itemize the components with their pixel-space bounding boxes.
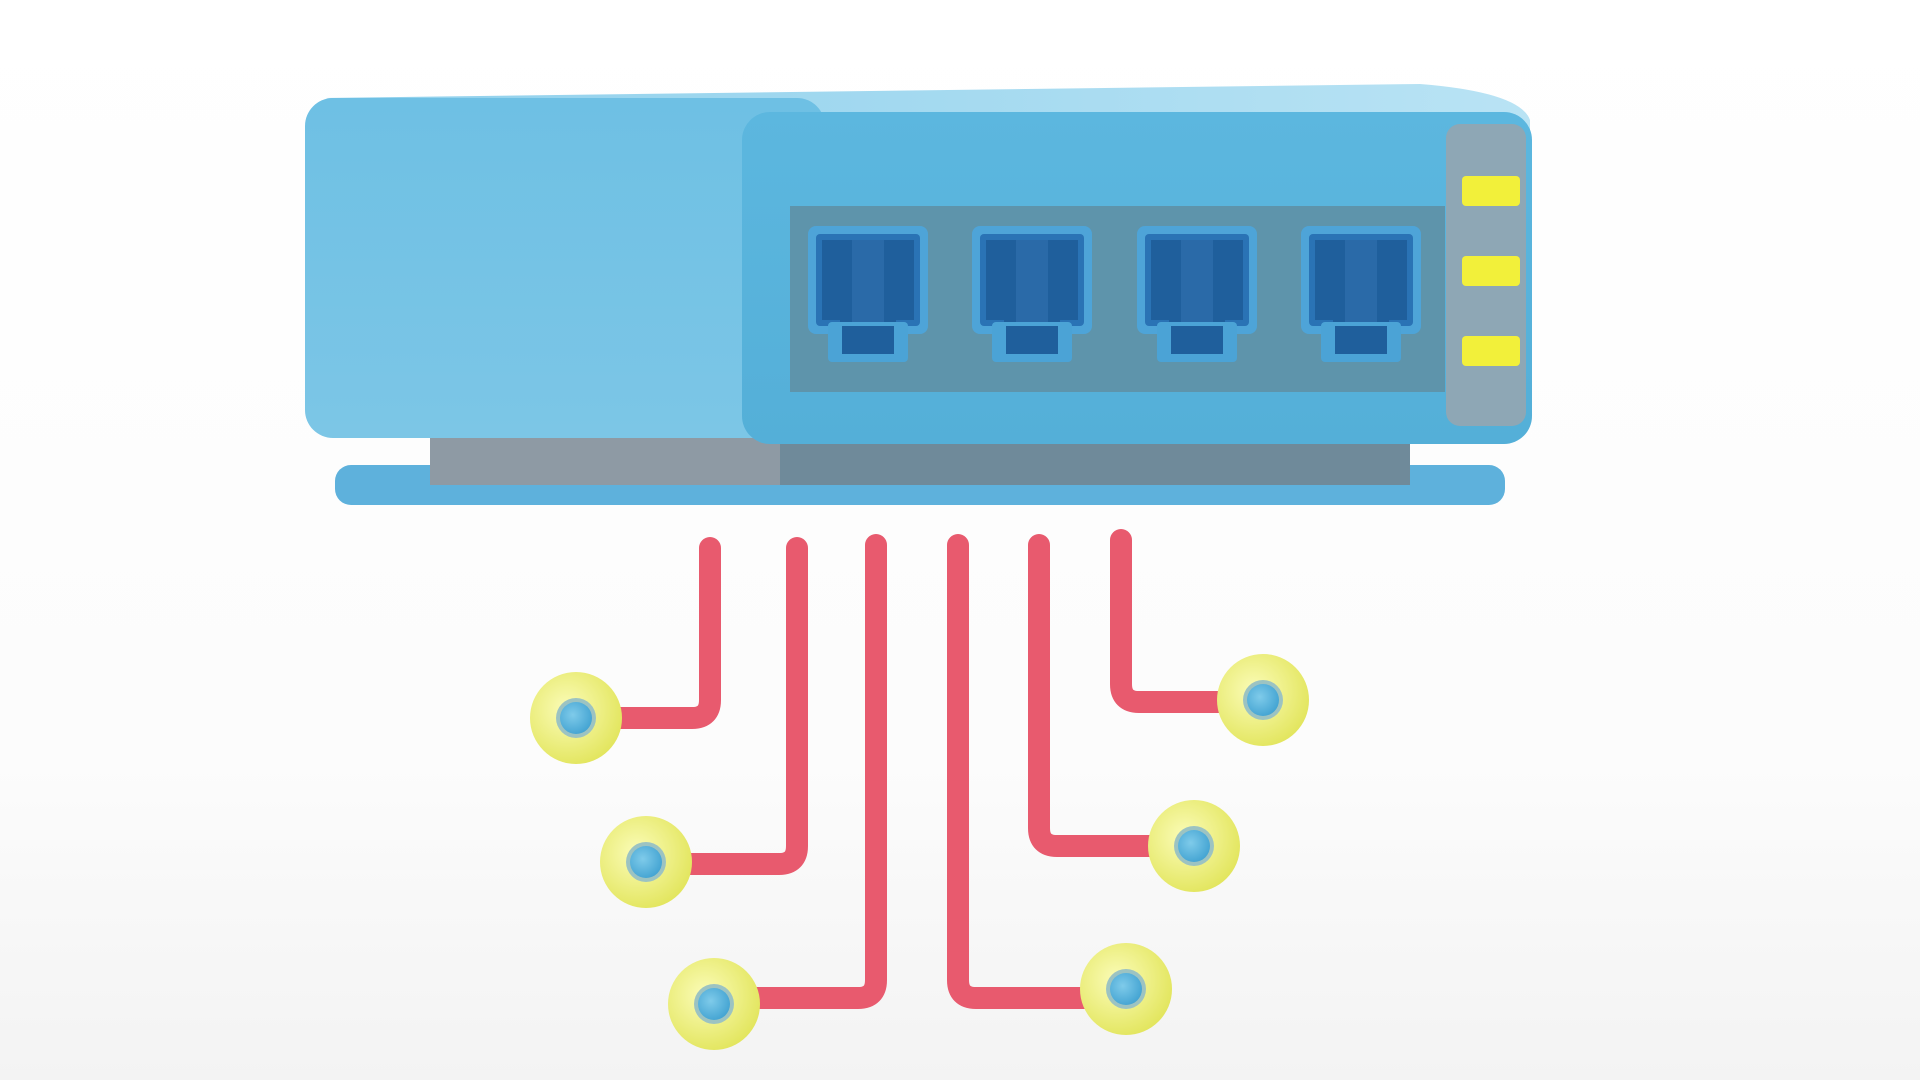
node-left-1 bbox=[530, 672, 622, 764]
nodes-group bbox=[530, 654, 1309, 1050]
port-2-socket bbox=[972, 226, 1092, 362]
light-3 bbox=[1462, 336, 1520, 366]
node-right-2 bbox=[1148, 800, 1240, 892]
port-3-socket bbox=[1137, 226, 1257, 362]
wire-2 bbox=[651, 537, 808, 875]
node-left-2 bbox=[600, 816, 692, 908]
ports-group bbox=[808, 226, 1421, 362]
wire-5 bbox=[1028, 534, 1191, 857]
wire-3 bbox=[717, 534, 887, 1009]
wire-4 bbox=[947, 534, 1129, 1009]
port-1-socket bbox=[808, 226, 928, 362]
wires-group bbox=[581, 529, 1259, 1009]
wire-6 bbox=[1110, 529, 1259, 713]
node-right-3 bbox=[1080, 943, 1172, 1035]
light-1 bbox=[1462, 176, 1520, 206]
port-4-socket bbox=[1301, 226, 1421, 362]
light-2 bbox=[1462, 256, 1520, 286]
node-left-3 bbox=[668, 958, 760, 1050]
indicator-lights bbox=[1462, 176, 1520, 366]
node-right-1 bbox=[1217, 654, 1309, 746]
wire-1 bbox=[581, 537, 721, 729]
base-plate bbox=[335, 425, 1505, 505]
